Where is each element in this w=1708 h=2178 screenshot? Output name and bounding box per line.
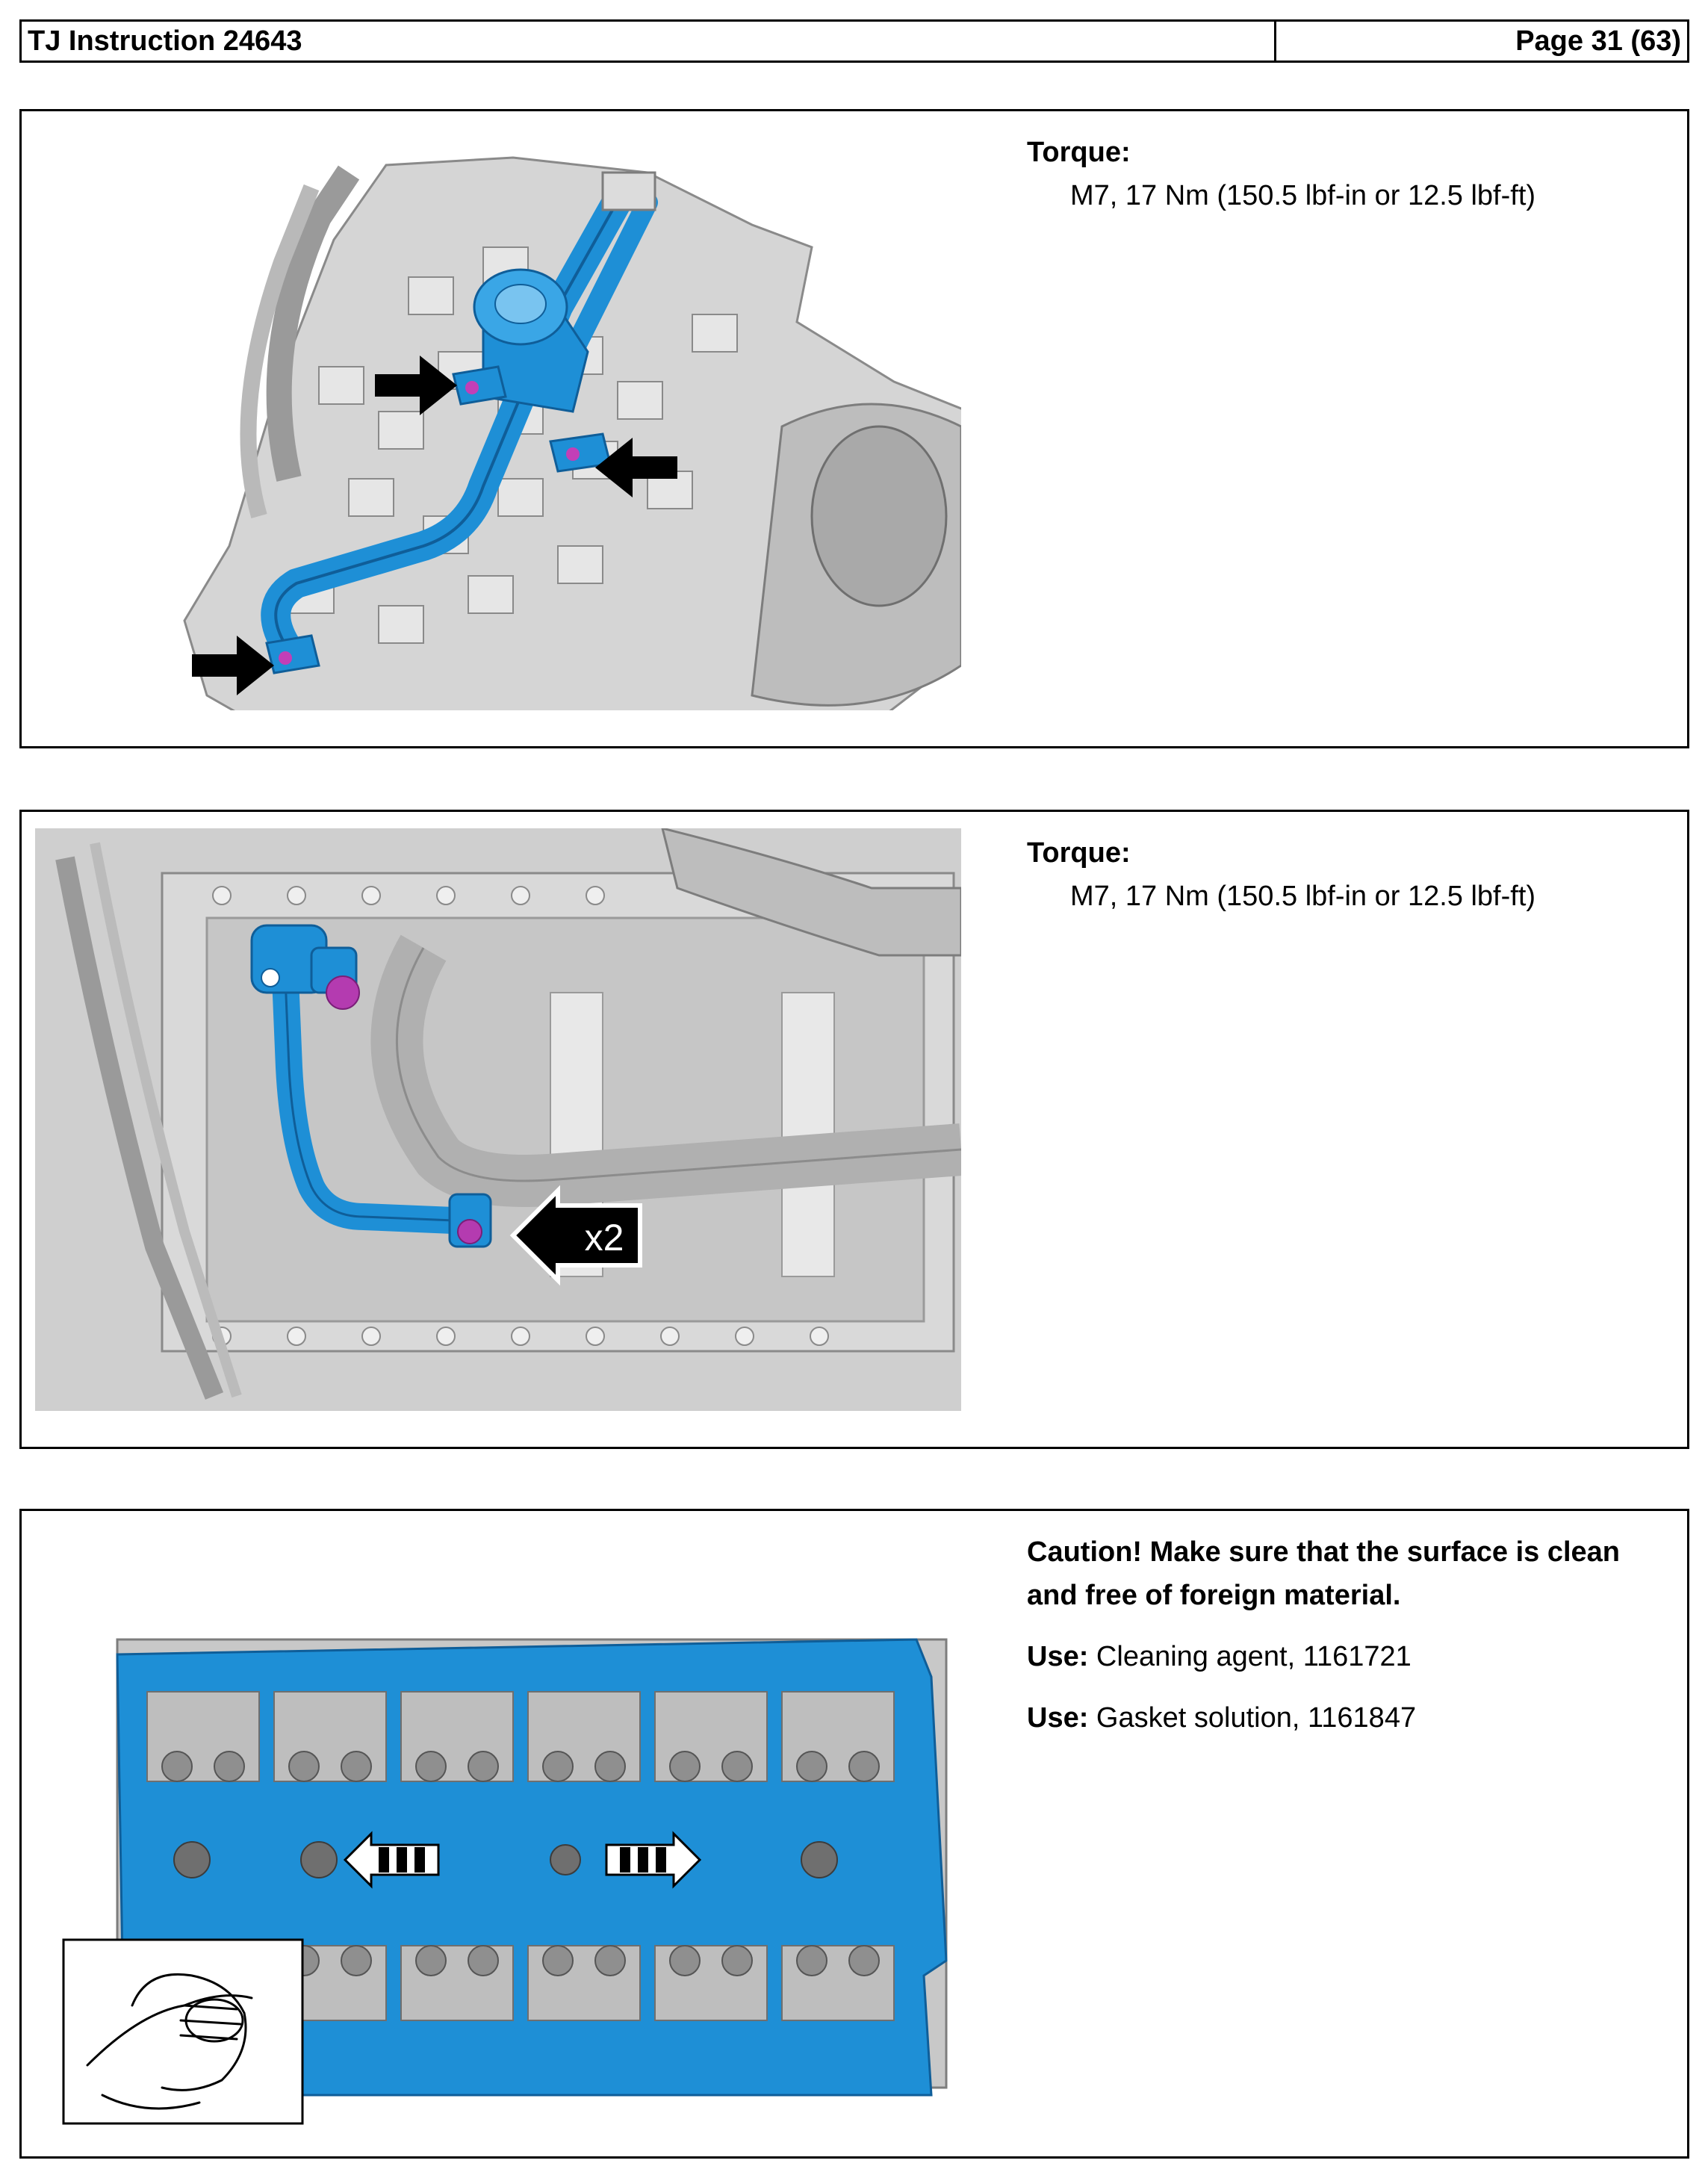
step-panel-2: x2 Torque: M7, 17 Nm (150.5 lbf-in or 12… [19, 810, 1689, 1449]
torque-label: Torque: [1027, 837, 1131, 869]
step-panel-1: Torque: M7, 17 Nm (150.5 lbf-in or 12.5 … [19, 109, 1689, 748]
torque-value: M7, 17 Nm (150.5 lbf-in or 12.5 lbf-ft) [1070, 180, 1536, 211]
cylinder-head-gasket-surface-drawing [35, 1527, 961, 2140]
torque-label: Torque: [1027, 137, 1131, 168]
step-2-text: Torque: M7, 17 Nm (150.5 lbf-in or 12.5 … [1027, 831, 1677, 918]
document-header: TJ Instruction 24643 Page 31 (63) [19, 19, 1689, 63]
step-3-illustration [35, 1527, 961, 2140]
use-gasket-solution: Use: Gasket solution, 1161847 [1027, 1696, 1677, 1740]
hand-cleaning-icon [86, 1973, 253, 2110]
use-value: Cleaning agent, 1161721 [1088, 1641, 1412, 1672]
callout-x2: x2 [585, 1217, 624, 1259]
step-3-text: Caution! Make sure that the surface is c… [1027, 1530, 1677, 1757]
document-title: TJ Instruction 24643 [22, 22, 1276, 60]
engine-pipe-two-bolts-drawing: x2 [35, 828, 961, 1411]
use-cleaning-agent: Use: Cleaning agent, 1161721 [1027, 1635, 1677, 1678]
step-2-illustration: x2 [35, 828, 961, 1411]
step-panel-3: Caution! Make sure that the surface is c… [19, 1509, 1689, 2159]
caution-note: Caution! Make sure that the surface is c… [1027, 1536, 1621, 1611]
step-1-text: Torque: M7, 17 Nm (150.5 lbf-in or 12.5 … [1027, 131, 1677, 217]
torque-value: M7, 17 Nm (150.5 lbf-in or 12.5 lbf-ft) [1070, 881, 1536, 912]
page-number: Page 31 (63) [1515, 25, 1681, 57]
step-1-illustration [35, 128, 961, 710]
engine-pipe-three-bolts-drawing [35, 128, 961, 710]
use-label: Use: [1027, 1702, 1089, 1734]
use-value: Gasket solution, 1161847 [1088, 1702, 1417, 1734]
use-label: Use: [1027, 1641, 1089, 1672]
